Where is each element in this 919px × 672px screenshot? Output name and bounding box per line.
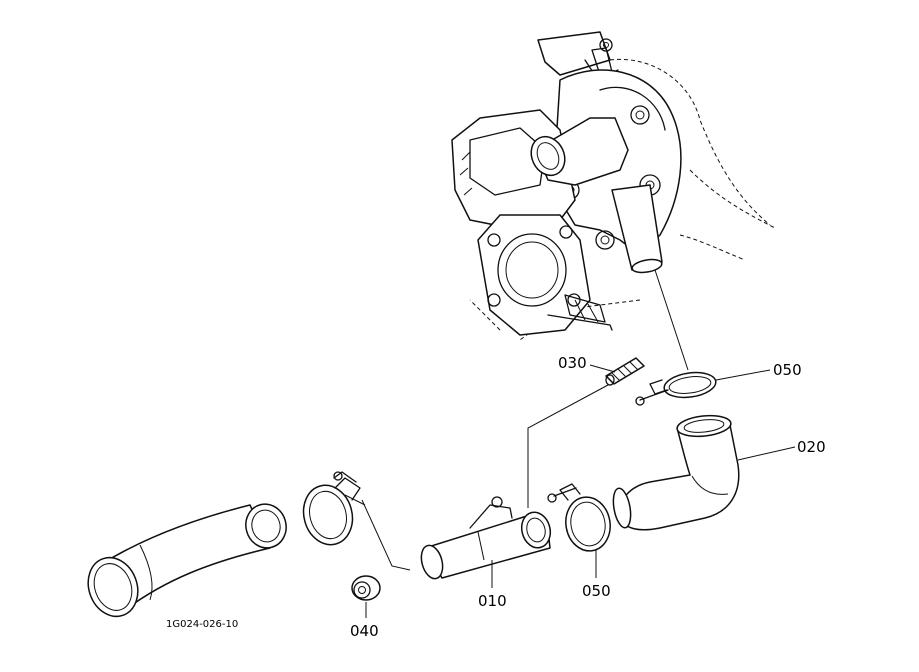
label-030: 030 bbox=[558, 354, 587, 372]
hose-020 bbox=[612, 414, 740, 531]
label-050-upper: 050 bbox=[773, 361, 802, 379]
figure-code: 1G024-026-10 bbox=[166, 619, 238, 630]
pipe-010 bbox=[420, 496, 552, 580]
label-050-lower: 050 bbox=[582, 582, 611, 600]
leader-lines bbox=[361, 269, 796, 618]
part-labels: 050 020 030 010 050 040 1G024-026-10 bbox=[166, 354, 826, 640]
radiator-hose bbox=[87, 503, 287, 618]
engine-block bbox=[451, 31, 776, 341]
hose-clamp-left bbox=[302, 471, 366, 546]
hose-clamp-050-upper bbox=[635, 371, 717, 406]
label-020: 020 bbox=[797, 438, 826, 456]
stud-030 bbox=[605, 357, 645, 386]
plug-040 bbox=[351, 575, 381, 601]
hose-clamp-050-lower bbox=[547, 483, 611, 552]
label-040: 040 bbox=[350, 622, 379, 640]
label-010: 010 bbox=[478, 592, 507, 610]
